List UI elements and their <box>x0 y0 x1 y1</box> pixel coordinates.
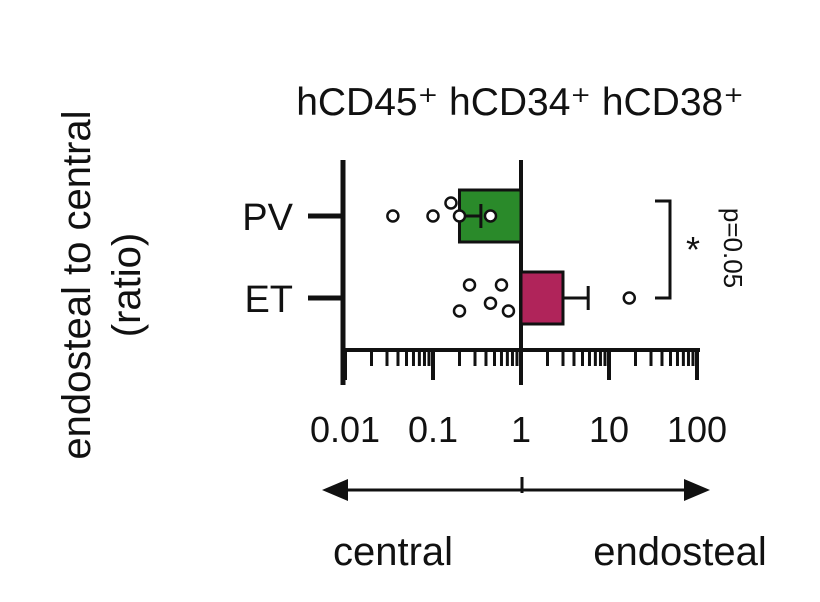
data-point <box>426 209 440 223</box>
data-point <box>494 278 509 292</box>
data-point <box>452 304 467 318</box>
x-tick-label: 1 <box>511 409 531 450</box>
arrow-label-right: endosteal <box>593 530 766 574</box>
y-axis-label: endosteal to central <box>55 110 99 459</box>
data-point <box>462 278 477 292</box>
point-group <box>386 196 637 318</box>
category-label: ET <box>244 279 293 321</box>
bar-group <box>457 188 590 326</box>
chart-title: hCD45⁺ hCD34⁺ hCD38⁺ <box>296 81 744 124</box>
data-point <box>483 209 498 223</box>
data-point <box>501 304 516 318</box>
arrow-label-left: central <box>333 530 453 574</box>
label-group: 0.01 0.1 1 10 100 PV ET <box>242 197 727 450</box>
data-point <box>452 209 467 223</box>
x-tick-label: 0.01 <box>310 409 380 450</box>
arrow-left-head <box>322 479 348 501</box>
significance-star: * <box>686 229 700 270</box>
x-tick-label: 100 <box>667 409 727 450</box>
arrow-right-head <box>684 479 710 501</box>
y-axis-unit: (ratio) <box>105 233 149 337</box>
data-point <box>483 296 498 310</box>
data-point <box>386 209 400 223</box>
bar <box>519 270 565 326</box>
x-tick-label: 10 <box>589 409 629 450</box>
data-point <box>444 196 458 210</box>
data-point <box>622 291 637 305</box>
p-value-label: p=0.05 <box>718 208 748 288</box>
x-tick-label: 0.1 <box>408 409 458 450</box>
tick-group <box>343 350 699 380</box>
significance-bracket <box>655 199 672 300</box>
category-label: PV <box>242 197 293 239</box>
